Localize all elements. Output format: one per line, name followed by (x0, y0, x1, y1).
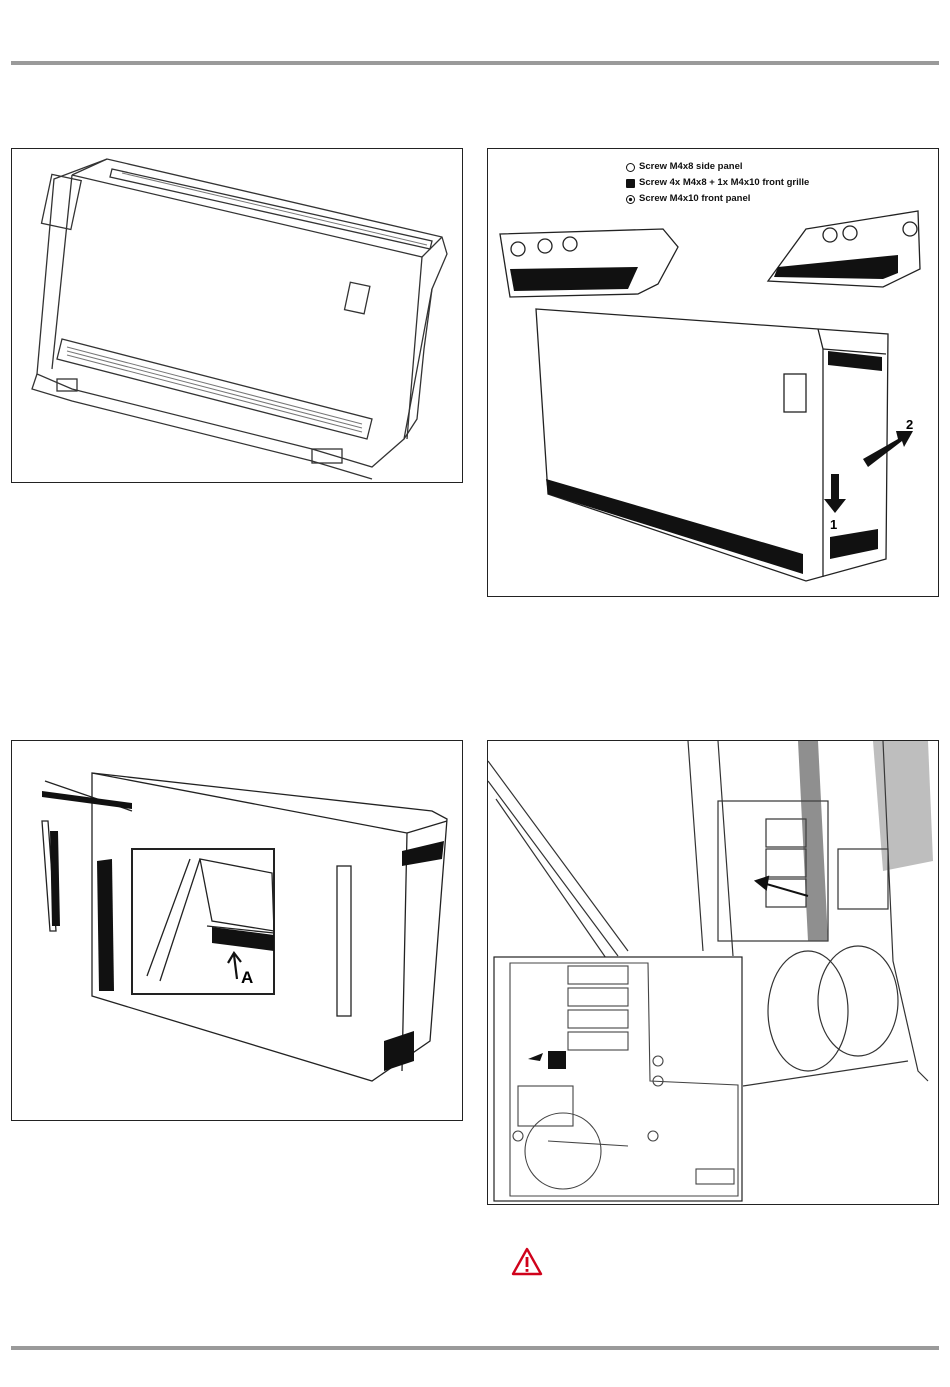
grille-removal-drawing: A (12, 741, 463, 1121)
arrow-label-1: 1 (830, 517, 837, 532)
footer-rule (11, 1346, 939, 1350)
heater-overview-drawing (12, 149, 463, 483)
arrow-label-2: 2 (906, 417, 913, 432)
warning-triangle-icon (510, 1246, 544, 1278)
header-rule (11, 61, 939, 65)
figure-panel-removal: Screw M4x8 side panel Screw 4x M4x8 + 1x… (487, 148, 939, 597)
figure-control-board (487, 740, 939, 1205)
callout-a: A (241, 968, 253, 987)
panel-removal-drawing: 1 2 (488, 149, 939, 597)
figure-grille-removal: A (11, 740, 463, 1121)
control-board-drawing (488, 741, 939, 1205)
figure-heater-overview (11, 148, 463, 483)
